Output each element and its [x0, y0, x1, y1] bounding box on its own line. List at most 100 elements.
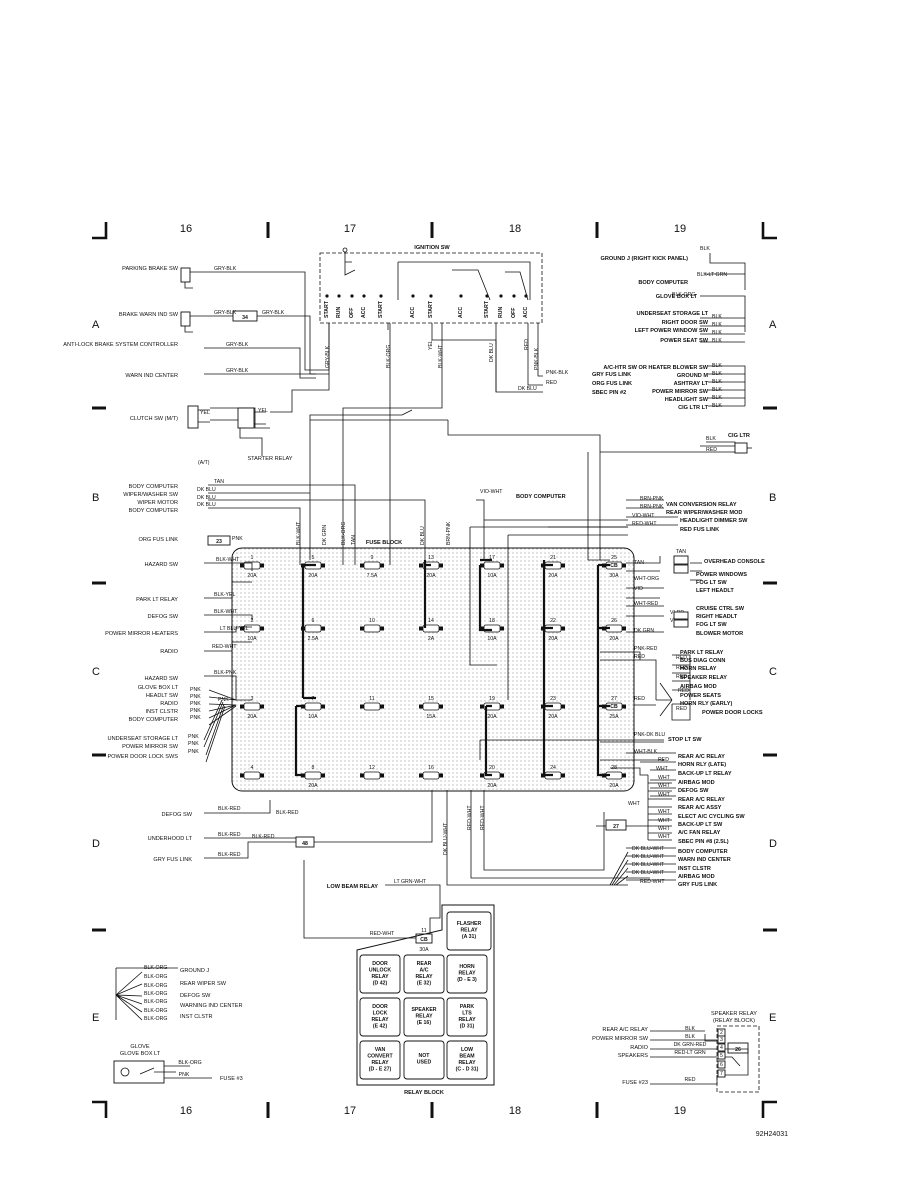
right-mid-label-6: FOG LT SW — [696, 580, 727, 586]
left-label-1: BRAKE WARN IND SW — [119, 312, 179, 318]
right-top-wire-18: RED — [706, 447, 717, 453]
fuse-amps-20: 20A — [487, 783, 497, 789]
low-beam-wire: LT GRN-WHT — [394, 879, 427, 885]
relay-9-line-2: RELAY — [458, 1060, 476, 1066]
right-mid-label-9: RIGHT HEADLT — [696, 614, 738, 620]
relay-cell-4 — [359, 997, 401, 1037]
fb-wire-tan: TAN — [351, 535, 357, 545]
fuse-amps-28: 20A — [609, 783, 619, 789]
left-wire-15: LT BLU-YEL — [220, 626, 249, 632]
relay-6-line-2: RELAY — [458, 1017, 476, 1023]
glove-box-title-1: GLOVE — [130, 1044, 150, 1050]
right-mid-label-3: RED FUS LINK — [680, 527, 719, 533]
left-wire-7: TAN — [214, 479, 224, 485]
speaker-relay-row-4: FUSE #23 — [622, 1080, 648, 1086]
right-top-label-7: A/C-HTR SW OR HEATER BLOWER SW — [603, 365, 708, 371]
bottom-left-wire-1: BLK-ORG — [144, 974, 167, 980]
right-mid-label-0: VAN CONVERSION RELAY — [666, 502, 737, 508]
right-mid-wire-19: RED — [676, 706, 687, 712]
left-wire-4b: YEL — [258, 408, 268, 414]
right-top-wire-3: BLK — [712, 314, 722, 320]
fuse-number-20: 20 — [489, 765, 495, 771]
right-low-label-13: INST CLSTR — [678, 866, 711, 872]
bottom-left-wire-6: BLK-ORG — [144, 1016, 167, 1022]
relay-cell-2 — [403, 954, 445, 994]
right-mid-label-15: SPEAKER RELAY — [680, 675, 727, 681]
left-wire-11b: PNK — [232, 536, 243, 542]
fuse-8 — [304, 771, 322, 780]
left-label-27: UNDERHOOD LT — [148, 836, 193, 842]
fb-wire-dk-blu: DK BLU — [420, 526, 426, 545]
right-top-label-9: ASHTRAY LT — [674, 381, 709, 387]
bottom-left-wire-2: BLK-ORG — [144, 983, 167, 989]
right-top-wire-11: BLK — [712, 395, 722, 401]
right-low-wire-11: DK BLU-WHT — [632, 846, 665, 852]
ign-pos-6: START — [428, 300, 434, 318]
right-top-wire-1: BLK-LT GRN — [697, 272, 727, 278]
row-left-b: B — [92, 492, 99, 504]
fuse-amps-25: 30A — [609, 573, 619, 579]
fuse-16 — [422, 771, 440, 780]
fuse-amps-6: 2.5A — [308, 636, 319, 642]
right-top-label-11: HEADLIGHT SW — [665, 397, 709, 403]
right-mid-wire-0: BRN-PNK — [640, 496, 664, 502]
col-bottom-17: 17 — [344, 1105, 356, 1117]
connector-48: 48 — [302, 841, 308, 847]
fuse-amps-3: 20A — [247, 714, 257, 720]
left-label-22: BODY COMPUTER — [129, 717, 178, 723]
left-wire-2: GRY-BLK — [226, 342, 249, 348]
left-label-24: POWER MIRROR SW — [122, 744, 179, 750]
fuse-number-16: 16 — [428, 765, 434, 771]
right-top-label-14: GRY FUS LINK — [592, 372, 631, 378]
right-top-label-15: ORG FUS LINK — [592, 381, 632, 387]
right-mid-label-1: REAR WIPER/WASHER MOD — [666, 510, 742, 516]
left-label-14: DEFOG SW — [148, 614, 179, 620]
bottom-left-wire-4: BLK-ORG — [144, 999, 167, 1005]
right-low-label-0: REAR A/C RELAY — [678, 754, 725, 760]
speaker-relay-pin-5: 5 — [720, 1053, 723, 1059]
relay-5-line-2: (E 16) — [417, 1020, 431, 1026]
relay-7-line-3: (D - E 27) — [369, 1067, 392, 1073]
speaker-relay-pin-4: 4 — [720, 1045, 723, 1051]
figure-code: 92H24031 — [756, 1131, 788, 1138]
speaker-relay-pin-2: 2 — [720, 1030, 723, 1036]
left-wire-19: PNK — [190, 694, 201, 700]
right-low-wire-13: DK BLU-WHT — [632, 862, 665, 868]
fuse-number-15: 15 — [428, 696, 434, 702]
left-label-16: RADIO — [160, 649, 178, 655]
fuse-number-13: 13 — [428, 555, 434, 561]
col-bottom-16: 16 — [180, 1105, 192, 1117]
right-low-wire-10: WHT — [658, 834, 671, 840]
left-wire-0: GRY-BLK — [214, 266, 237, 272]
speaker-relay-pin-3: 3 — [720, 1037, 723, 1043]
ign-wire-dk-blu: DK BLU — [489, 343, 495, 362]
cb11-number: 11 — [421, 928, 426, 934]
fuse-amps-9: 7.5A — [367, 573, 378, 579]
right-top-wire-2: BLK-ORG — [672, 292, 695, 298]
right-low-label-15: GRY FUS LINK — [678, 882, 717, 888]
ign-wire-gry-blk: GRY-BLK — [325, 345, 331, 368]
relay-1-line-2: RELAY — [371, 974, 389, 980]
fuse-amps-22: 20A — [548, 636, 558, 642]
fuse-number-2: 2 — [251, 618, 254, 624]
left-wire-14: BLK-WHT — [214, 609, 238, 615]
left-wire-17: BLK-PNK — [214, 670, 237, 676]
row-right-b: B — [769, 492, 776, 504]
connector-27: 27 — [613, 824, 619, 830]
fuse-3 — [243, 702, 261, 711]
left-wire-26b: BLK-RED — [276, 810, 299, 816]
cb11-amps: 30A — [419, 947, 429, 953]
row-left-c: C — [92, 666, 100, 678]
bottom-left-label-1: REAR WIPER SW — [180, 981, 227, 987]
speaker-relay-title-2: (RELAY BLOCK) — [713, 1018, 755, 1024]
relay-cell-5 — [403, 997, 445, 1037]
right-mid-label-14: HORN RELAY — [680, 666, 717, 672]
left-wire-19b: PNK — [218, 697, 229, 703]
speaker-relay-row-1: POWER MIRROR SW — [592, 1036, 649, 1042]
left-wire-20: PNK — [190, 701, 201, 707]
